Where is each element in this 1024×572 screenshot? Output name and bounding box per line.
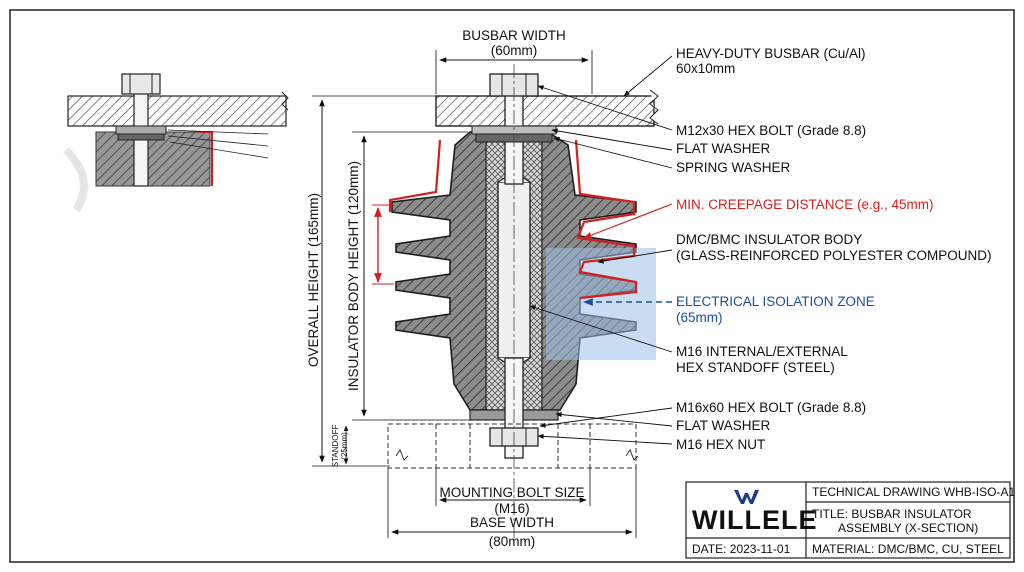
mounting-bolt-size-value: (M16) bbox=[494, 501, 529, 516]
bottom-bolt-callout: M16x60 HEX BOLT (Grade 8.8) bbox=[676, 400, 866, 415]
overall-height-label: OVERALL HEIGHT (165mm) bbox=[306, 193, 321, 367]
standoff-value: (25mm) bbox=[340, 432, 349, 460]
leader-lines bbox=[529, 55, 673, 445]
hex-nut-callout: M16 HEX NUT bbox=[676, 437, 765, 452]
body-callout-material: (GLASS-REINFORCED POLYESTER COMPOUND) bbox=[676, 248, 992, 263]
bottom-flat-washer-callout: FLAT WASHER bbox=[676, 418, 771, 433]
standoff-label: STANDOFF bbox=[331, 425, 340, 468]
isolation-zone bbox=[546, 248, 656, 360]
busbar-callout-size: 60x10mm bbox=[676, 61, 735, 76]
drawing-date: DATE: 2023-11-01 bbox=[692, 542, 791, 556]
standoff-callout-material: HEX STANDOFF (STEEL) bbox=[676, 360, 835, 375]
drawing-title-line2: ASSEMBLY (X-SECTION) bbox=[838, 521, 978, 535]
mounting-bolt-size-label: MOUNTING BOLT SIZE bbox=[439, 485, 584, 500]
title-block bbox=[685, 481, 1011, 559]
drawing-number: TECHNICAL DRAWING WHB-ISO-A1 bbox=[812, 485, 1015, 499]
mounting-plate bbox=[387, 423, 637, 469]
company-logo: WILLELE bbox=[692, 505, 817, 535]
dim-mounting-bolt-size bbox=[435, 468, 591, 506]
busbar-width-label: BUSBAR WIDTH bbox=[462, 28, 566, 43]
standoff-callout: M16 INTERNAL/EXTERNAL bbox=[676, 344, 848, 359]
base-width-value: (80mm) bbox=[489, 534, 536, 549]
creepage-path bbox=[388, 139, 638, 300]
top-flat-washer-callout: FLAT WASHER bbox=[676, 141, 771, 156]
dim-overall-height bbox=[312, 95, 436, 467]
dim-busbar-width bbox=[435, 50, 593, 94]
spring-washer-callout: SPRING WASHER bbox=[676, 160, 791, 175]
busbar-callout: HEAVY-DUTY BUSBAR (Cu/Al) bbox=[676, 46, 866, 61]
dim-insulator-body-height bbox=[352, 131, 470, 421]
creepage-callout: MIN. CREEPAGE DISTANCE (e.g., 45mm) bbox=[676, 197, 934, 212]
detail-view bbox=[63, 73, 289, 213]
base-width-label: BASE WIDTH bbox=[470, 515, 554, 530]
insulator-body-height-label: INSULATOR BODY HEIGHT (120mm) bbox=[346, 161, 361, 391]
dim-base-width bbox=[387, 468, 637, 538]
logo-mark bbox=[734, 490, 759, 504]
busbar-width-value: (60mm) bbox=[491, 43, 538, 58]
isolation-callout-value: (65mm) bbox=[676, 310, 723, 325]
drawing-title: TITLE: BUSBAR INSULATOR bbox=[812, 507, 972, 521]
isolation-callout: ELECTRICAL ISOLATION ZONE bbox=[676, 294, 875, 309]
top-bolt-callout: M12x30 HEX BOLT (Grade 8.8) bbox=[676, 123, 866, 138]
drawing-material: MATERIAL: DMC/BMC, CU, STEEL bbox=[812, 542, 1004, 556]
body-callout: DMC/BMC INSULATOR BODY bbox=[676, 232, 862, 247]
drawing-border bbox=[9, 9, 1015, 563]
